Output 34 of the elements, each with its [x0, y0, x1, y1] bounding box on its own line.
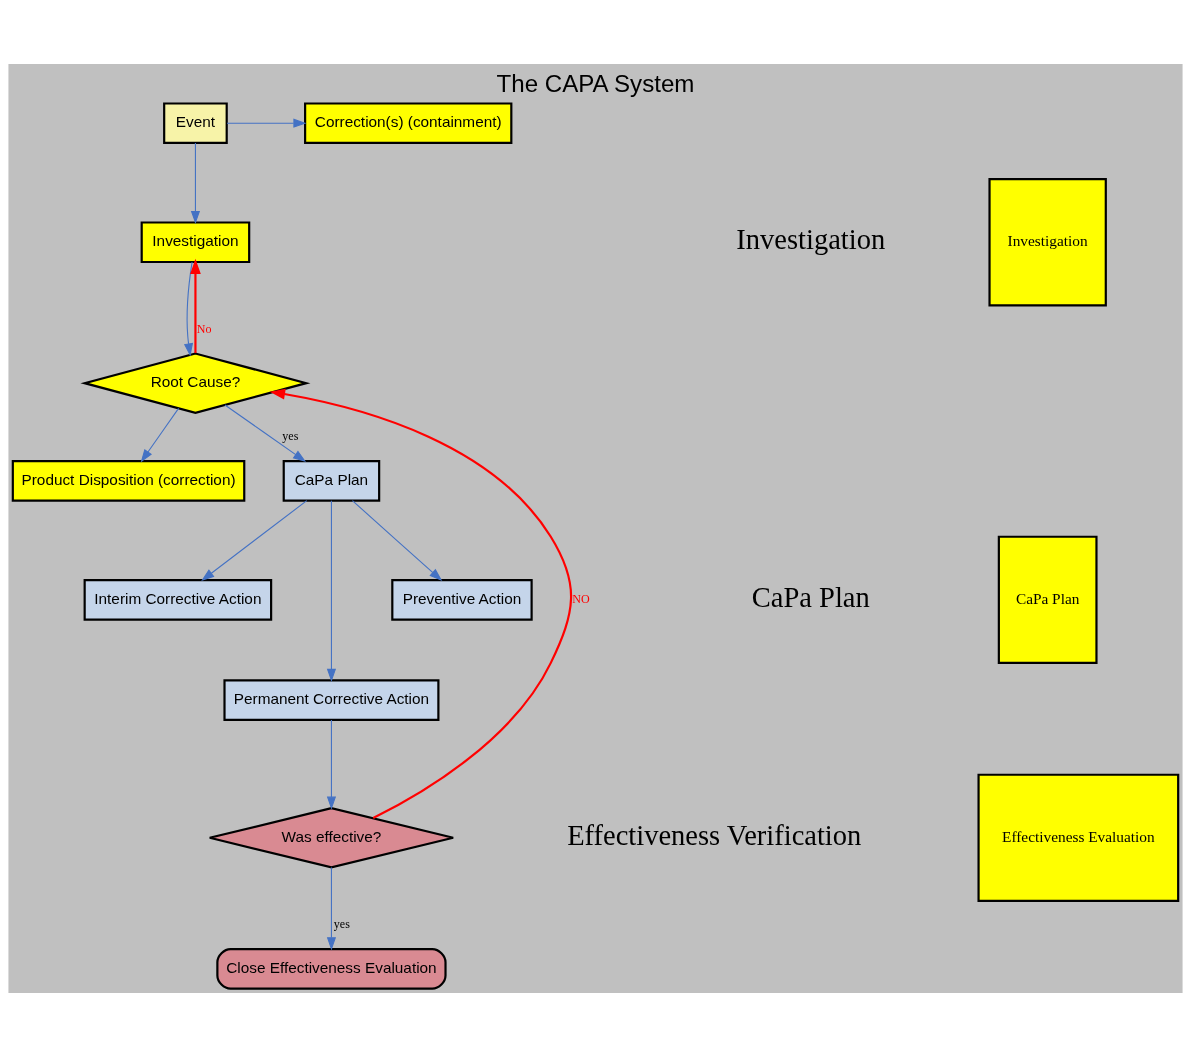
node-box: Interim Corrective Action — [83, 578, 273, 621]
node-box: Investigation — [140, 221, 251, 264]
node-box: Event — [163, 102, 228, 145]
node-diamond: Was effective? — [208, 807, 455, 869]
node-box: Effectiveness Evaluation — [977, 773, 1180, 902]
node-box: Correction(s) (containment) — [304, 102, 513, 145]
node-diamond: Root Cause? — [80, 352, 311, 414]
arrow — [190, 142, 201, 225]
arrow — [201, 500, 308, 581]
node-box: Product Disposition (correction) — [11, 459, 246, 502]
node-box: Close Effectiveness Evaluation — [216, 948, 447, 990]
arrow — [226, 118, 307, 128]
arrow — [351, 500, 443, 582]
edge-label: yes — [282, 428, 299, 443]
label: CaPa Plan — [751, 581, 870, 613]
edge-label: No — [196, 321, 212, 336]
arrow — [224, 404, 307, 462]
arrow — [326, 719, 337, 810]
node-box: Preventive Action — [391, 578, 533, 621]
arrow — [183, 261, 194, 357]
arrow — [140, 407, 180, 463]
arrow — [326, 500, 337, 683]
node-box: CaPa Plan — [282, 459, 381, 502]
node-box: Permanent Corrective Action — [223, 679, 440, 721]
arrow — [326, 866, 337, 951]
diagram-title: The CAPA System — [496, 70, 695, 98]
arrow — [269, 388, 573, 820]
label: Investigation — [736, 224, 886, 256]
edge-label: NO — [572, 591, 590, 606]
edge-label: yes — [333, 917, 350, 932]
label: Effectiveness Verification — [567, 819, 862, 851]
node-box: CaPa Plan — [997, 535, 1098, 664]
node-box: Investigation — [988, 178, 1107, 307]
arrow — [190, 258, 201, 354]
